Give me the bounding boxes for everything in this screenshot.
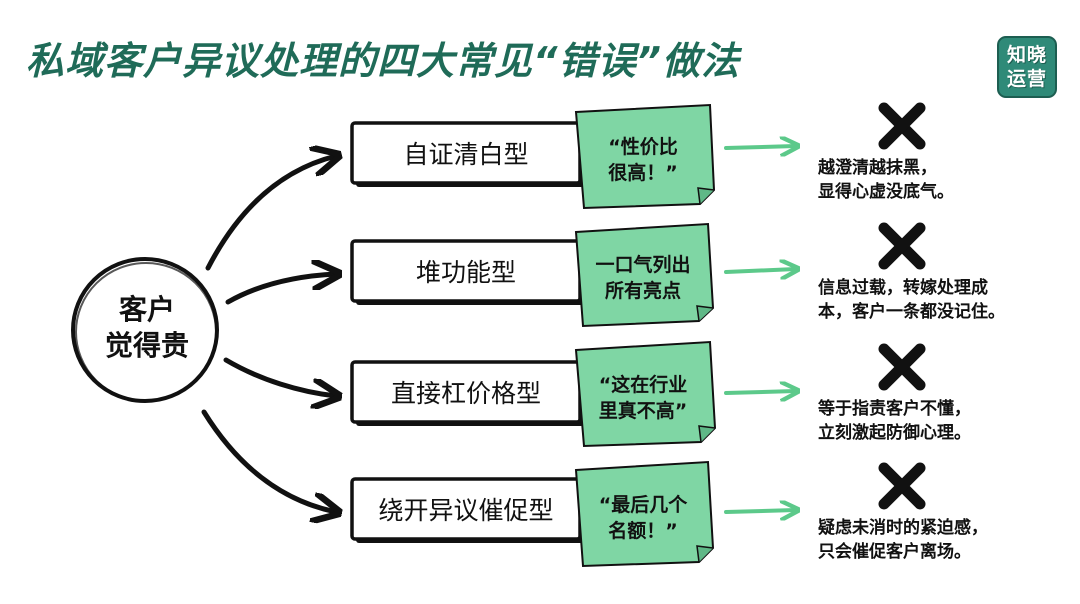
result-text-1: 越澄清越抹黑， 显得心虚没底气。 (818, 156, 1058, 204)
note-text-4-line-2: 名额！” (608, 520, 678, 542)
note-text-2-line-2: 所有亮点 (604, 280, 681, 302)
method-label-2: 堆功能型 (415, 258, 516, 287)
logo-line-1: 知晓 (1006, 44, 1047, 66)
result-text-2: 信息过载，转嫁处理成 本，客户一条都没记住。 (818, 276, 1058, 324)
branch-arrow-3 (223, 357, 336, 396)
cross-x-icon (878, 102, 926, 150)
arrow-icon (724, 510, 796, 512)
arrow-icon (724, 146, 796, 148)
center-label-line-1: 客户 (118, 293, 175, 326)
result-text-4: 疑虑未消时的紧迫感， 只会催促客户离场。 (818, 516, 1058, 564)
page-title: 私域客户异议处理的四大常见“错误”做法 (26, 39, 740, 83)
note-text-4-line-1: “最后几个 (598, 494, 688, 516)
cross-x-icon (878, 343, 926, 391)
sticky-note-3 (574, 340, 717, 448)
result-text-2-line-2: 本，客户一条都没记住。 (818, 302, 1005, 322)
method-box-3 (350, 360, 584, 426)
center-circle (71, 257, 219, 403)
brand-logo: 知晓 运营 (997, 36, 1057, 98)
result-text-3: 等于指责客户不懂， 立刻激起防御心理。 (818, 397, 1058, 445)
result-text-3-line-1: 等于指责客户不懂， (818, 399, 971, 419)
result-text-1-line-2: 显得心虚没底气。 (818, 182, 954, 202)
note-text-3-line-2: 里真不高” (598, 400, 688, 422)
branch-arrow-1 (205, 156, 336, 271)
method-box-4 (350, 477, 584, 543)
note-text-3-line-1: “这在行业 (598, 374, 688, 396)
branch-arrow-4 (201, 409, 336, 512)
method-box-2 (350, 239, 584, 305)
sticky-note-1 (574, 103, 716, 210)
note-text-3: “这在行业 里真不高” (583, 358, 703, 438)
arrow-icon (724, 391, 796, 393)
note-text-2: 一口气列出 所有亮点 (583, 238, 703, 318)
result-text-1-line-1: 越澄清越抹黑， (818, 158, 937, 178)
arrow-icon (724, 269, 796, 272)
cross-x-icon (878, 222, 926, 270)
branch-arrow-2 (225, 274, 336, 305)
method-label-3: 直接杠价格型 (390, 379, 541, 408)
result-text-3-line-2: 立刻激起防御心理。 (818, 423, 971, 443)
note-text-4: “最后几个 名额！” (583, 478, 703, 558)
method-label-4: 绕开异议催促型 (378, 496, 554, 525)
note-text-1-line-1: “性价比 (608, 136, 678, 158)
result-text-4-line-2: 只会催促客户离场。 (818, 542, 971, 562)
center-label: 客户 觉得贵 (82, 292, 212, 364)
result-text-2-line-1: 信息过载，转嫁处理成 (818, 278, 988, 298)
result-text-4-line-1: 疑虑未消时的紧迫感， (818, 518, 988, 538)
logo-line-2: 运营 (1006, 68, 1047, 90)
note-text-1-line-2: 很高！” (608, 162, 678, 184)
note-text-2-line-1: 一口气列出 (595, 254, 691, 276)
note-text-1: “性价比 很高！” (583, 120, 703, 200)
sticky-note-2 (574, 222, 715, 328)
cross-x-icon (878, 462, 926, 510)
method-label-1: 自证清白型 (403, 140, 529, 169)
sticky-note-4 (574, 460, 715, 568)
center-label-line-2: 觉得贵 (104, 329, 189, 362)
